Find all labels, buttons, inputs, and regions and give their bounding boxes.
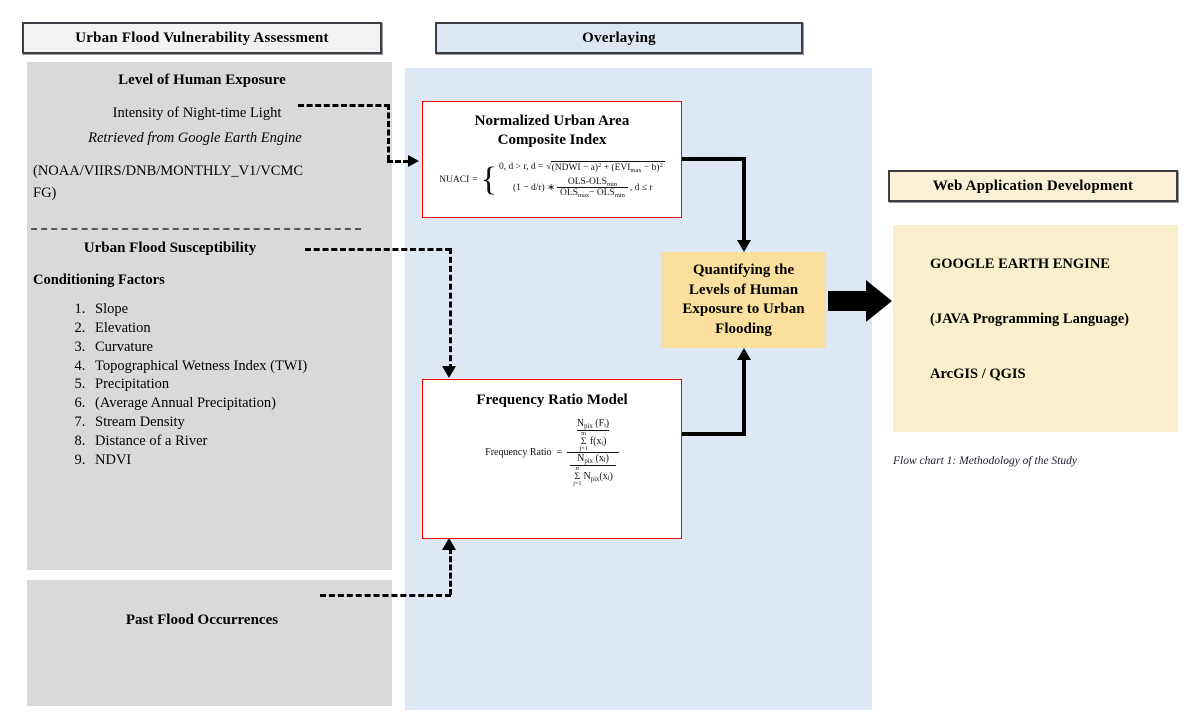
human-exposure-title-label: Level of Human Exposure xyxy=(118,72,286,88)
nuaci-box: Normalized Urban Area Composite Index NU… xyxy=(422,101,682,218)
nuaci-formula-brace: { xyxy=(480,160,497,198)
quantify-exposure-box: Quantifying the Levels of Human Exposure… xyxy=(661,252,826,348)
quantify-line1: Quantifying the xyxy=(692,262,795,278)
header-middle-overlaying: Overlaying xyxy=(435,22,803,54)
list-item: Stream Density xyxy=(89,413,333,432)
connector-pastflood-horizontal xyxy=(320,594,451,597)
connector-pastflood-vertical xyxy=(449,548,452,595)
retrieved-from-gee-label: Retrieved from Google Earth Engine xyxy=(88,130,302,146)
quantify-line4: Flooding xyxy=(715,320,772,337)
fr-formula-lhs: Frequency Ratio xyxy=(485,447,552,459)
quantify-line2: Levels of Human xyxy=(688,281,799,298)
left-panel-upper xyxy=(27,62,392,570)
connector-nightlight-horizontal xyxy=(298,104,390,107)
connector-nightlight-to-box xyxy=(387,160,409,163)
list-item: NDVI xyxy=(89,451,333,470)
web-app-line-arcgis-qgis: ArcGIS / QGIS xyxy=(930,366,1026,382)
list-item: Curvature xyxy=(89,338,333,357)
connector-nuaci-to-quantify-horizontal xyxy=(682,157,746,161)
frequency-ratio-title-label: Frequency Ratio Model xyxy=(476,392,628,408)
header-right-web-application-development: Web Application Development xyxy=(888,170,1178,202)
connector-fr-to-quantify-vertical xyxy=(742,357,746,436)
nuaci-formula-lhs: NUACI xyxy=(439,174,470,185)
nuaci-title: Normalized Urban Area Composite Index xyxy=(423,112,681,150)
list-item: Slope xyxy=(89,300,333,319)
connector-nightlight-vertical xyxy=(387,104,390,161)
night-time-light-label: Intensity of Night-time Light xyxy=(112,105,282,121)
section-title-past-flood-occurrences: Past Flood Occurrences xyxy=(37,612,367,629)
conditioning-factors-list: Slope Elevation Curvature Topographical … xyxy=(33,300,333,470)
nuaci-formula-row2: (1 − d/r) ∗ OLS-OLSmin OLSmax− OLSmin , … xyxy=(512,176,653,200)
fat-arrow-to-web-application xyxy=(828,280,892,322)
left-panel-past-flood xyxy=(27,580,392,706)
nuaci-formula-eq: = xyxy=(472,174,478,185)
frequency-ratio-box: Frequency Ratio Model Frequency Ratio = … xyxy=(422,379,682,539)
web-application-panel xyxy=(893,225,1178,432)
section-divider-dashed xyxy=(31,228,361,230)
list-item: Precipitation xyxy=(89,375,333,394)
list-item: (Average Annual Precipitation) xyxy=(89,394,333,413)
susceptibility-title-label: Urban Flood Susceptibility xyxy=(83,240,257,256)
list-item: Topographical Wetness Index (TWI) xyxy=(89,357,333,376)
conditioning-factors-label: Conditioning Factors xyxy=(33,272,165,288)
list-item: Elevation xyxy=(89,319,333,338)
quantify-line3: Exposure to Urban xyxy=(682,301,805,317)
section-title-human-exposure: Level of Human Exposure xyxy=(37,72,367,89)
flowchart-caption: Flow chart 1: Methodology of the Study xyxy=(893,455,1077,467)
section-title-flood-susceptibility: Urban Flood Susceptibility xyxy=(25,240,315,257)
arrow-head-to-nuaci xyxy=(408,155,419,167)
nuaci-title-line1: Normalized Urban Area xyxy=(474,113,630,129)
connector-fr-to-quantify-horizontal xyxy=(682,432,746,436)
arrow-head-to-frequency-ratio-bottom xyxy=(442,538,456,550)
header-right-label: Web Application Development xyxy=(932,177,1134,194)
frequency-ratio-title: Frequency Ratio Model xyxy=(423,391,681,410)
header-left-urban-flood-vulnerability: Urban Flood Vulnerability Assessment xyxy=(22,22,382,54)
nuaci-formula-row1: 0, d > r, d = √ (NDWI − a)2 + (EVImax − … xyxy=(498,160,665,174)
arrow-head-to-frequency-ratio-top xyxy=(442,366,456,378)
list-item: Distance of a River xyxy=(89,432,333,451)
past-flood-title-label: Past Flood Occurrences xyxy=(125,612,279,628)
connector-susceptibility-vertical xyxy=(449,248,452,370)
header-left-label: Urban Flood Vulnerability Assessment xyxy=(75,29,329,46)
arrow-head-quantify-top xyxy=(737,240,751,252)
header-middle-label: Overlaying xyxy=(582,29,656,46)
web-app-line-java: (JAVA Programming Language) xyxy=(930,311,1129,327)
connector-nuaci-to-quantify-vertical xyxy=(742,157,746,243)
nuaci-formula: NUACI = { 0, d > r, d = √ (NDWI − a)2 + … xyxy=(423,160,681,200)
noaa-dataset-label-line1: (NOAA/VIIRS/DNB/MONTHLY_V1/VCMC xyxy=(33,163,304,179)
nuaci-title-line2: Composite Index xyxy=(497,131,607,148)
arrow-head-quantify-bottom xyxy=(737,348,751,360)
web-app-line-google-earth-engine: GOOGLE EARTH ENGINE xyxy=(930,256,1110,272)
connector-susceptibility-horizontal xyxy=(305,248,451,251)
frequency-ratio-formula: Frequency Ratio = Npix (Fᵢ) m Σ j=1 f(xᵢ… xyxy=(423,418,681,488)
noaa-dataset-label-line2: FG) xyxy=(33,185,57,201)
fr-formula-eq: = xyxy=(556,447,563,459)
